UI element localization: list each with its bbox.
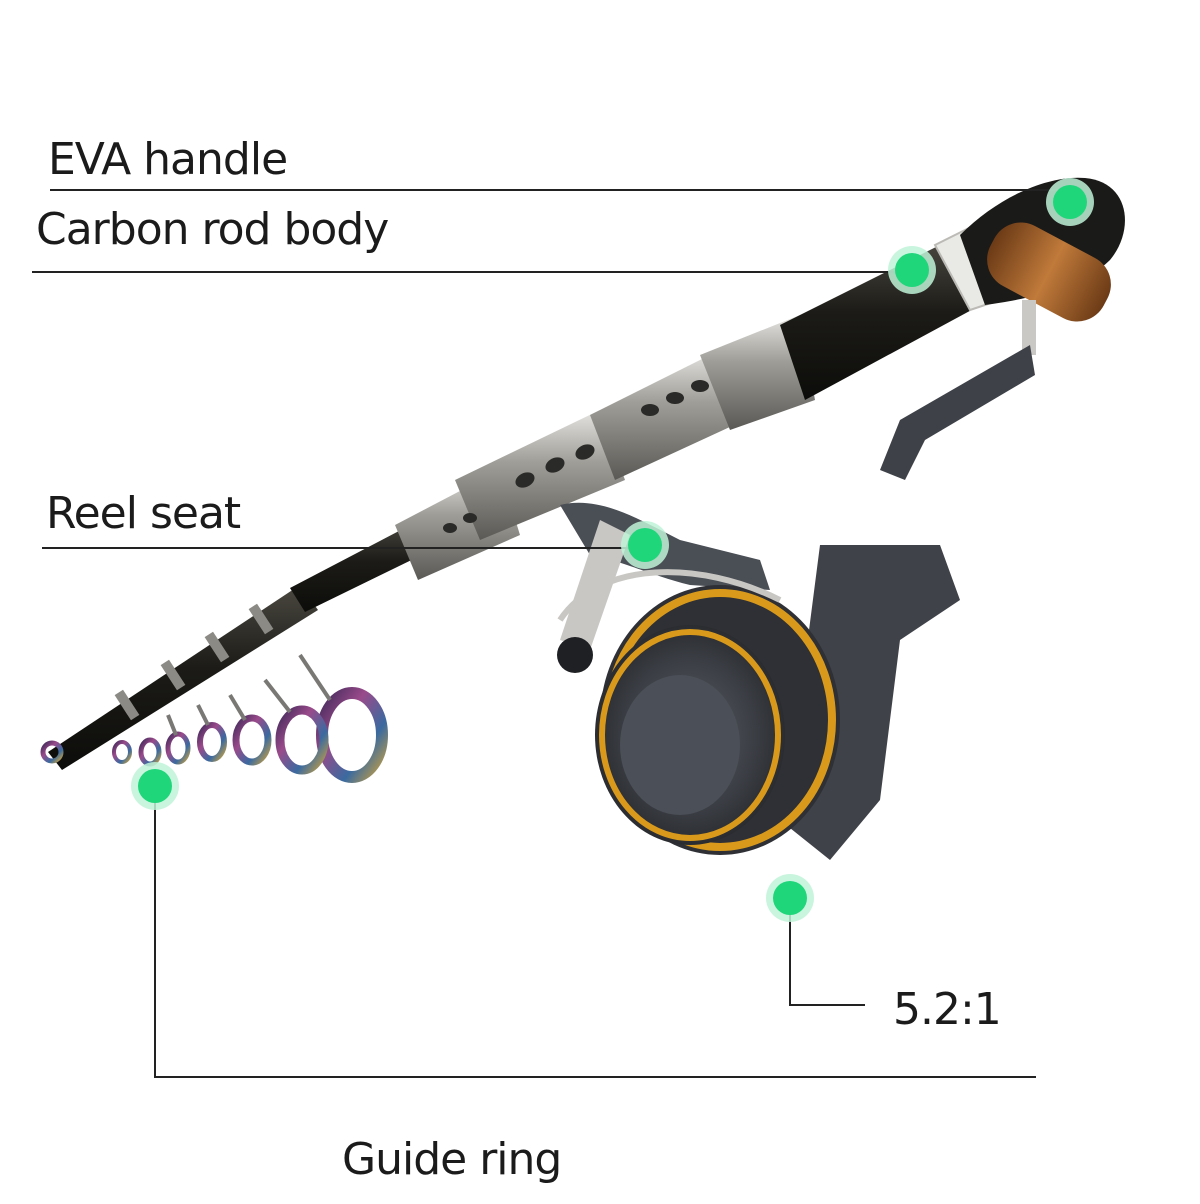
rod-tip-sections bbox=[48, 520, 432, 770]
callout-markers bbox=[131, 178, 1094, 922]
label-eva-handle: EVA handle bbox=[48, 134, 288, 185]
marker-guide-ring bbox=[131, 762, 179, 810]
leader-gear-ratio bbox=[789, 900, 865, 1006]
marker-gear-ratio bbox=[766, 874, 814, 922]
guide-ring-legs bbox=[166, 653, 332, 736]
label-gear-ratio: 5.2:1 bbox=[893, 984, 1002, 1035]
label-reel-seat: Reel seat bbox=[46, 488, 241, 539]
spinning-reel bbox=[557, 545, 960, 860]
leader-guide-ring bbox=[154, 790, 1036, 1078]
guide-rings bbox=[40, 687, 388, 783]
reel-handle-knob bbox=[880, 222, 1111, 480]
marker-reel-seat bbox=[621, 521, 669, 569]
label-guide-ring: Guide ring bbox=[342, 1134, 562, 1185]
marker-eva-handle bbox=[1046, 178, 1094, 226]
marker-carbon-rod-body bbox=[888, 246, 936, 294]
leader-lines bbox=[32, 189, 1070, 1078]
label-carbon-rod-body: Carbon rod body bbox=[36, 204, 389, 255]
